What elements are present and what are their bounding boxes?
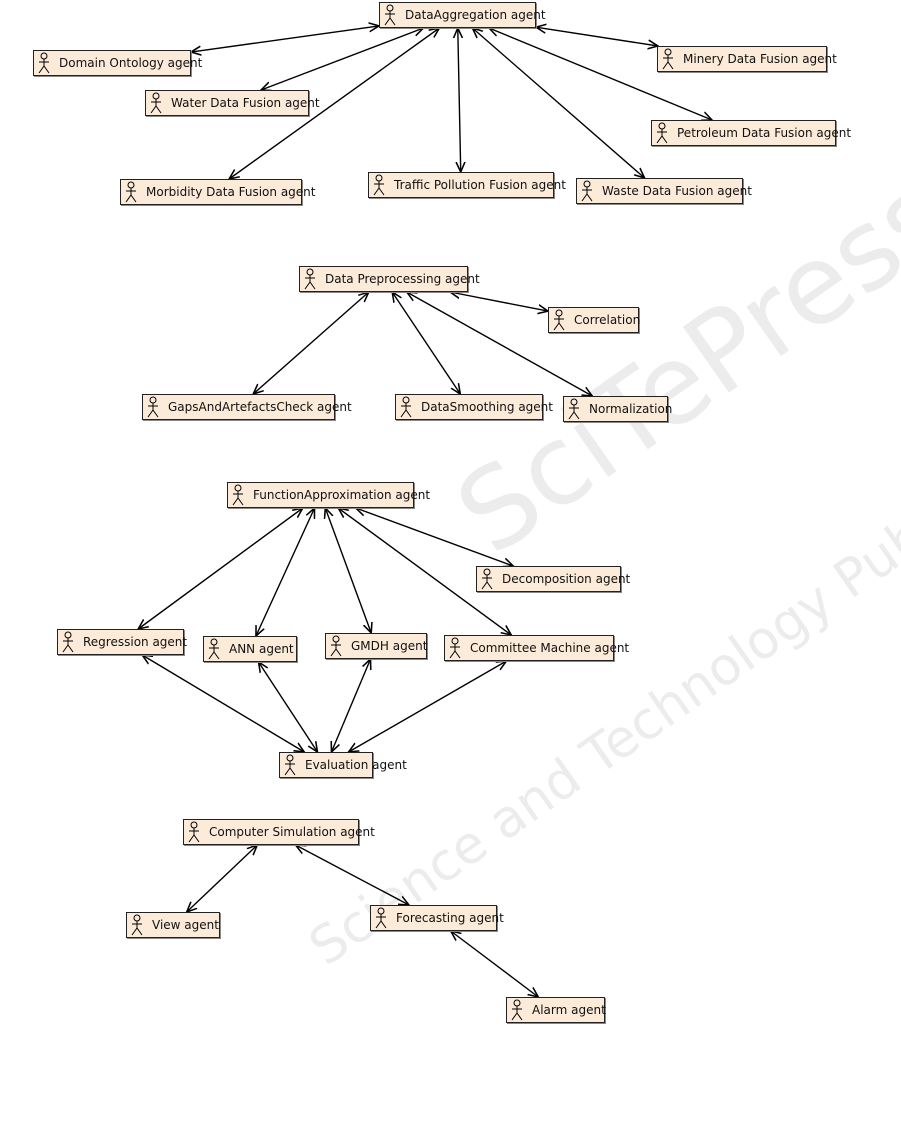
agent-node-domont[interactable]: Domain Ontology agent: [33, 50, 202, 76]
edge-compsim-forecast: [296, 845, 409, 905]
agent-label: Data Preprocessing agent: [325, 272, 480, 286]
agent-label: View agent: [152, 918, 219, 932]
actor-icon: [480, 568, 494, 590]
edge-funcapp-regr: [138, 508, 303, 629]
agent-label: Alarm agent: [532, 1003, 606, 1017]
agent-node-dataagg[interactable]: DataAggregation agent: [379, 2, 546, 28]
edge-eval-committee: [349, 661, 507, 752]
edge-forecast-alarm: [451, 931, 539, 997]
edge-preproc-corr: [450, 292, 548, 311]
agent-node-norm[interactable]: Normalization: [563, 396, 672, 422]
edge-dataagg-minery: [536, 27, 658, 46]
edge-dataagg-domont: [191, 26, 379, 52]
agent-node-waste[interactable]: Waste Data Fusion agent: [576, 178, 752, 204]
agent-label: Computer Simulation agent: [209, 825, 375, 839]
edge-eval-ann: [259, 662, 318, 752]
agent-node-water[interactable]: Water Data Fusion agent: [145, 90, 320, 116]
actor-icon: [231, 484, 245, 506]
agent-node-decomp[interactable]: Decomposition agent: [476, 566, 630, 592]
agent-node-traffic[interactable]: Traffic Pollution Fusion agent: [368, 172, 566, 198]
actor-icon: [329, 635, 343, 657]
edge-funcapp-ann: [256, 508, 315, 636]
agent-node-smooth[interactable]: DataSmoothing agent: [395, 394, 553, 420]
agent-node-minery[interactable]: Minery Data Fusion agent: [657, 46, 837, 72]
edge-preproc-smooth: [392, 292, 460, 394]
actor-icon: [399, 396, 413, 418]
agent-node-forecast[interactable]: Forecasting agent: [370, 905, 504, 931]
edge-dataagg-morbid: [229, 28, 439, 179]
actor-icon: [283, 754, 297, 776]
edge-preproc-norm: [407, 292, 593, 396]
agent-label: Normalization: [589, 402, 673, 416]
agent-label: Minery Data Fusion agent: [683, 52, 837, 66]
agent-node-gmdh[interactable]: GMDH agent: [325, 633, 427, 659]
actor-icon: [552, 309, 566, 331]
actor-icon: [124, 181, 138, 203]
edge-preproc-gaps: [253, 292, 369, 394]
agent-node-preproc[interactable]: Data Preprocessing agent: [299, 266, 480, 292]
agent-node-committee[interactable]: Committee Machine agent: [444, 635, 629, 661]
agent-node-eval[interactable]: Evaluation agent: [279, 752, 407, 778]
actor-icon: [61, 631, 75, 653]
agent-node-alarm[interactable]: Alarm agent: [506, 997, 606, 1023]
agent-label: Petroleum Data Fusion agent: [677, 126, 852, 140]
agent-label: FunctionApproximation agent: [253, 488, 431, 502]
edge-compsim-view: [187, 845, 258, 912]
agent-label: Waste Data Fusion agent: [602, 184, 752, 198]
agent-label: Committee Machine agent: [470, 641, 630, 655]
agent-label: Evaluation agent: [305, 758, 407, 772]
agent-label: Morbidity Data Fusion agent: [146, 185, 316, 199]
agent-label: Traffic Pollution Fusion agent: [394, 178, 566, 192]
edge-eval-gmdh: [331, 659, 370, 752]
actor-icon: [580, 180, 594, 202]
actor-icon: [510, 999, 524, 1021]
actor-icon: [448, 637, 462, 659]
agent-label: GMDH agent: [351, 639, 428, 653]
actor-icon: [655, 122, 669, 144]
agent-node-view[interactable]: View agent: [126, 912, 220, 938]
actor-icon: [383, 4, 397, 26]
edge-funcapp-decomp: [356, 508, 513, 566]
edge-funcapp-committee: [338, 508, 511, 635]
edge-dataagg-water: [261, 28, 423, 90]
agent-node-petrol[interactable]: Petroleum Data Fusion agent: [651, 120, 851, 146]
actor-icon: [303, 268, 317, 290]
agent-node-regr[interactable]: Regression agent: [57, 629, 188, 655]
edge-dataagg-waste: [472, 28, 644, 178]
agent-label: Decomposition agent: [502, 572, 631, 586]
actor-icon: [130, 914, 144, 936]
agent-node-gaps[interactable]: GapsAndArtefactsCheck agent: [142, 394, 352, 420]
agent-label: Regression agent: [83, 635, 188, 649]
actor-icon: [149, 92, 163, 114]
agent-label: Forecasting agent: [396, 911, 504, 925]
actor-icon: [207, 638, 221, 660]
agent-node-ann[interactable]: ANN agent: [203, 636, 297, 662]
agent-label: Correlation: [574, 313, 641, 327]
actor-icon: [37, 52, 51, 74]
agent-label: Domain Ontology agent: [59, 56, 203, 70]
agent-node-corr[interactable]: Correlation: [548, 307, 641, 333]
edge-dataagg-traffic: [458, 28, 461, 172]
edge-dataagg-petrol: [489, 28, 712, 120]
actor-icon: [661, 48, 675, 70]
agent-label: DataAggregation agent: [405, 8, 546, 22]
actor-icon: [372, 174, 386, 196]
edge-eval-regr: [142, 655, 304, 752]
actor-icon: [146, 396, 160, 418]
agent-node-compsim[interactable]: Computer Simulation agent: [183, 819, 375, 845]
agent-node-morbid[interactable]: Morbidity Data Fusion agent: [120, 179, 315, 205]
agent-label: DataSmoothing agent: [421, 400, 553, 414]
actor-icon: [187, 821, 201, 843]
agent-node-funcapp[interactable]: FunctionApproximation agent: [227, 482, 430, 508]
agent-label: ANN agent: [229, 642, 294, 656]
agent-label: GapsAndArtefactsCheck agent: [168, 400, 352, 414]
actor-icon: [374, 907, 388, 929]
actor-icon: [567, 398, 581, 420]
agent-label: Water Data Fusion agent: [171, 96, 320, 110]
